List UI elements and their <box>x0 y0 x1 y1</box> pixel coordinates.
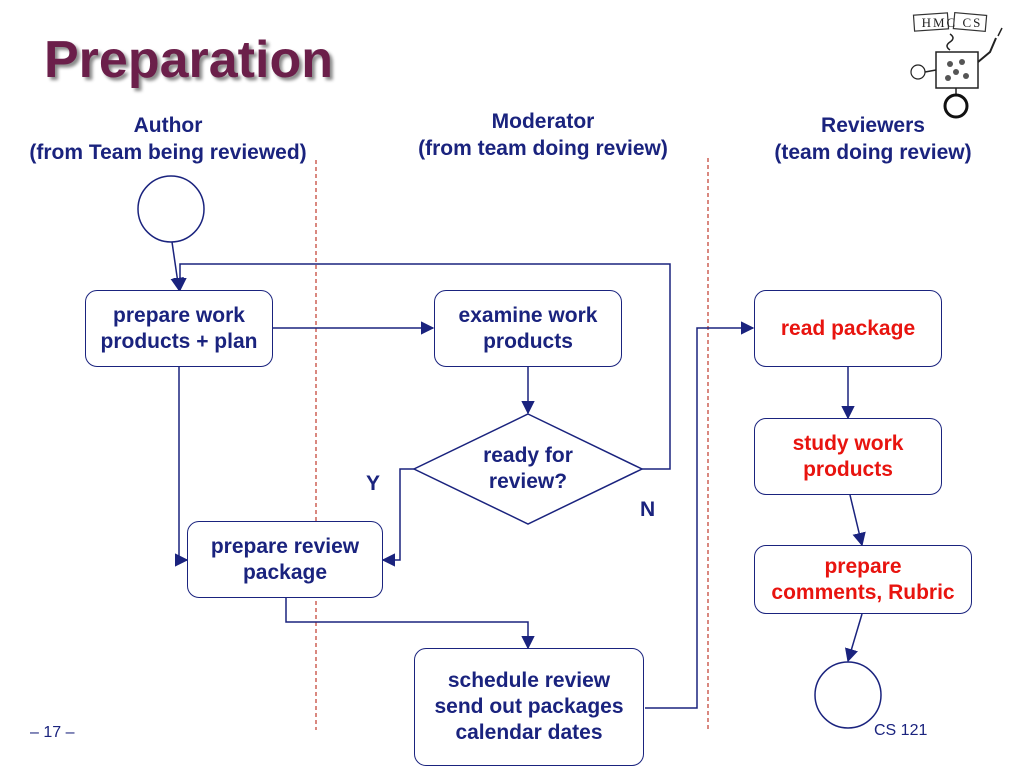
course-label: CS 121 <box>874 722 928 739</box>
edge-comments-to-end <box>844 613 863 663</box>
node-read-package: read package <box>754 290 942 367</box>
lane-header-reviewers: Reviewers (team doing review) <box>750 112 996 166</box>
node-study-work-products: study work products <box>754 418 942 495</box>
node-prepare-work-products: prepare work products + plan <box>85 290 273 367</box>
lane-author-title: Author <box>133 114 203 137</box>
end-node <box>814 661 882 729</box>
start-node <box>137 175 205 243</box>
page-number: – 17 – <box>30 724 75 741</box>
lane-reviewers-subtitle: (team doing review) <box>774 141 972 164</box>
node-prepare-comments: prepare comments, Rubric <box>754 545 972 614</box>
edge-study-to-comments <box>849 494 866 547</box>
lane-moderator-subtitle: (from team doing review) <box>418 137 668 160</box>
branch-label-yes: Y <box>366 472 381 495</box>
slide-title: Preparation <box>44 31 333 89</box>
lane-reviewers-title: Reviewers <box>821 114 925 137</box>
node-examine-work-products: examine work products <box>434 290 622 367</box>
node-schedule-review: schedule review send out packages calend… <box>414 648 644 766</box>
edge-ready-no-loop <box>173 263 671 470</box>
lane-header-author: Author (from Team being reviewed) <box>0 112 336 166</box>
edge-prepare-to-review-package <box>174 367 189 567</box>
edge-package-to-schedule <box>285 598 535 650</box>
lane-moderator-title: Moderator <box>491 110 595 133</box>
edge-ready-yes <box>381 468 414 567</box>
hmc-cs-logo: HMC CS <box>910 11 1003 119</box>
decision-ready-diamond <box>412 413 644 525</box>
node-prepare-review-package: prepare review package <box>187 521 383 598</box>
branch-label-no: N <box>640 498 656 521</box>
edge-start-to-prepare <box>170 241 184 292</box>
logo-text: HMC CS <box>922 15 983 30</box>
lane-author-subtitle: (from Team being reviewed) <box>29 141 307 164</box>
edge-schedule-to-read <box>645 321 755 709</box>
lane-header-moderator: Moderator (from team doing review) <box>388 108 698 162</box>
node-ready-for-review: ready for review? <box>483 444 573 493</box>
